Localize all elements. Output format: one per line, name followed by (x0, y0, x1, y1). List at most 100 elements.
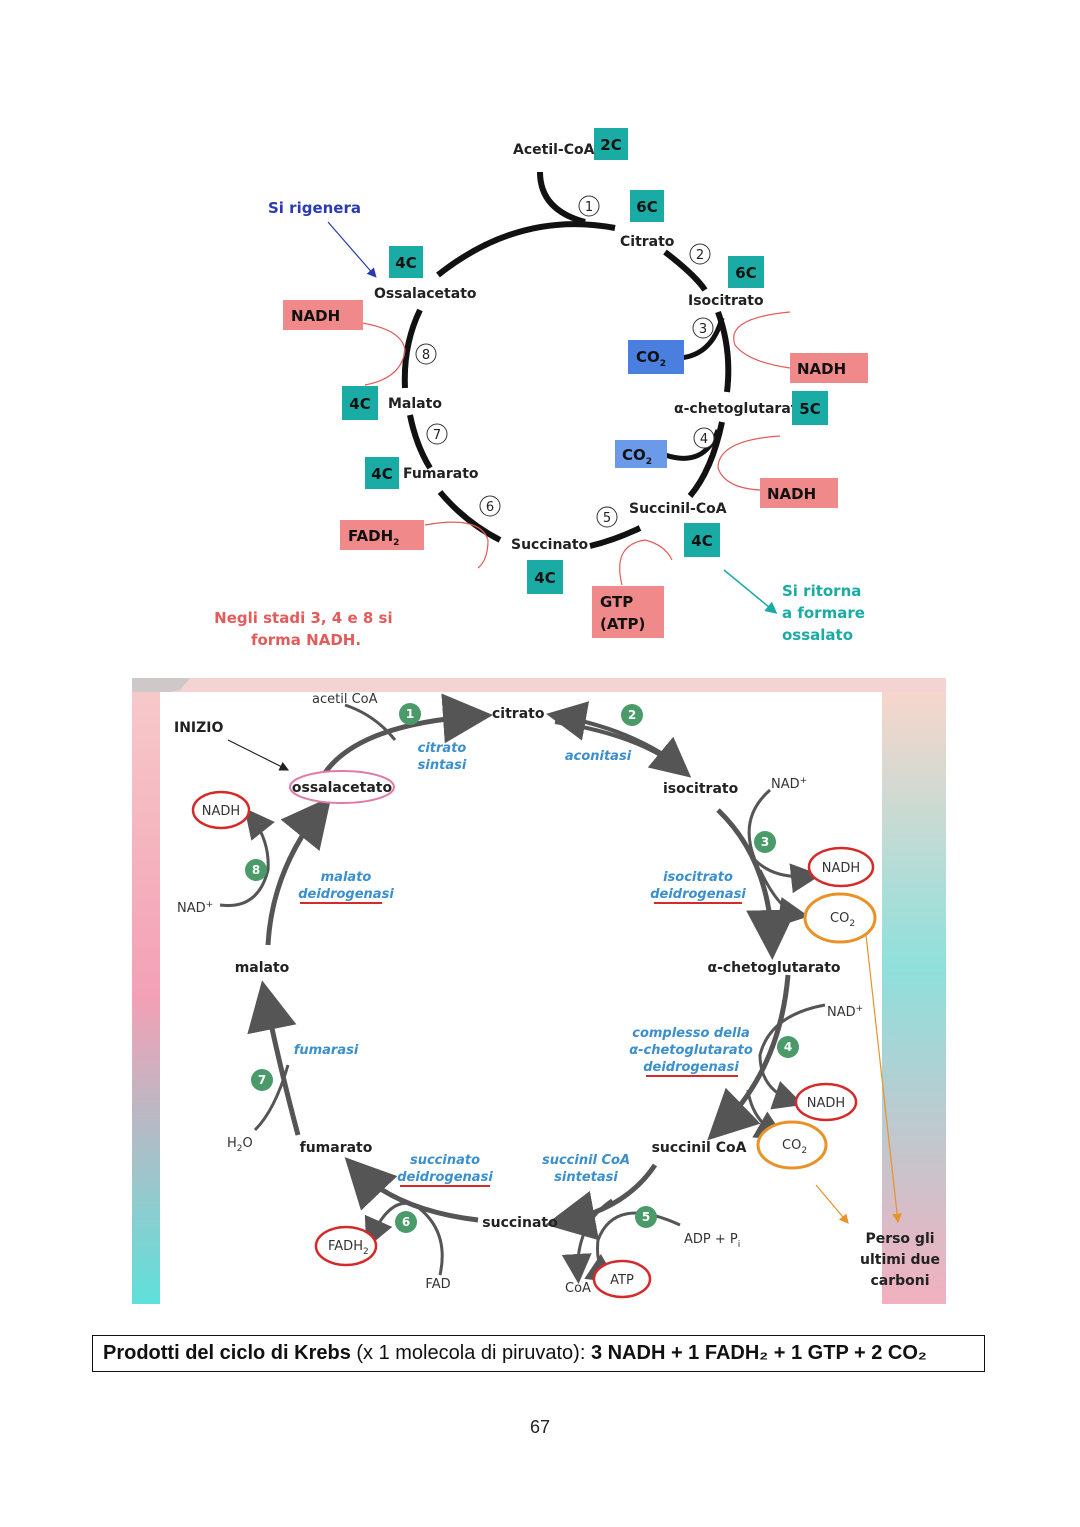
carbon-box-ossalacetato (389, 246, 423, 278)
arrow-step-2-back (546, 701, 674, 762)
aconitasi-label: aconitasi (565, 749, 632, 764)
svg-text:8: 8 (422, 348, 430, 363)
co2-circle-4 (756, 1120, 828, 1170)
succinato-label-b: succinato (482, 1215, 558, 1231)
co2-box-3 (628, 340, 684, 374)
co2-box-4 (615, 440, 667, 468)
lost-carbon-arrow-2 (815, 1184, 849, 1224)
carbon-malato-text: 4C (349, 395, 370, 413)
si-ritorna-arrow (723, 569, 778, 614)
bottom-step-2: 2 (621, 704, 643, 726)
co2-3-text: CO2 (636, 348, 666, 369)
carbon-succinil-text: 4C (691, 532, 712, 550)
carbon-succinato-text: 4C (534, 569, 555, 587)
nadh-3-label-b: NADH (822, 861, 860, 876)
summary-prefix: Prodotti del ciclo di Krebs (103, 1342, 357, 1364)
svg-text:5: 5 (642, 1210, 650, 1224)
cycle-arc-6 (437, 490, 502, 543)
nadh-box-3 (790, 353, 868, 383)
fadh-label-b: FADH2 (328, 1239, 369, 1257)
co2-3-label-b: CO2 (830, 911, 855, 929)
nad-nadh-4 (758, 1003, 826, 1110)
cycle-arc-5 (589, 525, 642, 549)
co2-4-text: CO2 (622, 446, 652, 467)
svg-text:2: 2 (696, 248, 704, 263)
nadh-circle-8 (191, 790, 251, 830)
svg-text:7: 7 (433, 428, 441, 443)
top-step-3: 3 (692, 317, 714, 339)
nadh-circle-3 (807, 846, 875, 888)
nadh-3-text: NADH (797, 360, 846, 378)
acetyl-entry (537, 171, 586, 225)
isocitrato-label: Isocitrato (688, 293, 764, 309)
carbon-ossalacetato-text: 4C (395, 254, 416, 272)
gtp-box (592, 586, 664, 638)
citrato-label: Citrato (620, 234, 675, 250)
co2-curve-3 (679, 317, 725, 361)
acetil-entry-arrow (344, 703, 397, 741)
summary-colon: : (579, 1342, 591, 1364)
top-step-6: 6 (479, 495, 501, 517)
svg-text:8: 8 (252, 863, 260, 877)
fadh-text: FADH2 (348, 527, 399, 548)
cycle-arc-7 (407, 414, 433, 470)
carbon-box-2c (594, 128, 628, 160)
cycle-arc-8 (401, 308, 423, 389)
svg-text:7: 7 (258, 1073, 266, 1087)
top-step-4: 4 (693, 427, 715, 449)
co2-arrow-3 (758, 869, 809, 927)
nadh-8-text: NADH (291, 307, 340, 325)
si-rigenera-label: Si rigenera (268, 199, 361, 217)
nadh-circle-4 (794, 1082, 858, 1122)
nad-nadh-3 (747, 788, 821, 894)
fumarato-label-b: fumarato (300, 1140, 373, 1156)
frame-decor-right (882, 692, 946, 1304)
nadh-curve-3 (733, 311, 791, 369)
lost-carbon-arrow-1 (865, 934, 902, 1224)
bottom-step-3: 3 (754, 831, 776, 853)
atp-paren-text: (ATP) (600, 615, 645, 633)
svg-text:6: 6 (402, 1215, 410, 1229)
bottom-step-4: 4 (777, 1036, 799, 1058)
coa-arrow (561, 1198, 613, 1284)
summary-products: 3 NADH + 1 FADH₂ + 1 GTP + 2 CO₂ (590, 1342, 927, 1364)
nadh-box-4 (760, 478, 838, 508)
carbon-isocitrato-text: 6C (735, 264, 756, 282)
succinil-label: Succinil-CoA (629, 501, 727, 517)
co2-curve-4 (664, 429, 721, 461)
coa-label-b: CoA (565, 1281, 591, 1296)
svg-text:2: 2 (628, 708, 636, 722)
si-rigenera-arrow (327, 221, 377, 278)
si-ritorna-label: Si ritorna a formare ossalato (782, 582, 870, 644)
svg-text:1: 1 (406, 707, 414, 721)
fumarato-label: Fumarato (403, 466, 479, 482)
co2-circle-3 (803, 892, 877, 944)
fad-fadh-arrow (364, 1201, 444, 1276)
bottom-step-8: 8 (245, 859, 267, 881)
bottom-step-6: 6 (395, 1211, 417, 1233)
nad-plus-8: NAD+ (177, 900, 213, 916)
nadh-curve-8 (354, 321, 406, 386)
chetoglutarato-label-b: α-chetoglutarato (707, 960, 840, 976)
top-step-8: 8 (415, 343, 437, 365)
arrow-step-5 (545, 1163, 658, 1241)
carbon-box-isocitrato (728, 256, 764, 288)
bottom-step-5: 5 (635, 1206, 657, 1228)
atp-label-b: ATP (610, 1273, 634, 1288)
ossalacetato-label-b: ossalacetato (292, 780, 393, 796)
inizio-arrow (227, 739, 290, 771)
adp-label: ADP + Pi (684, 1232, 740, 1250)
bottom-step-7: 7 (251, 1069, 273, 1091)
svg-text:4: 4 (700, 432, 708, 447)
fumarasi-label: fumarasi (294, 1043, 359, 1058)
summary-paren: (x 1 molecola di piruvato) (356, 1342, 580, 1364)
nadh-4-label-b: NADH (807, 1096, 845, 1111)
top-step-2: 2 (689, 243, 711, 265)
